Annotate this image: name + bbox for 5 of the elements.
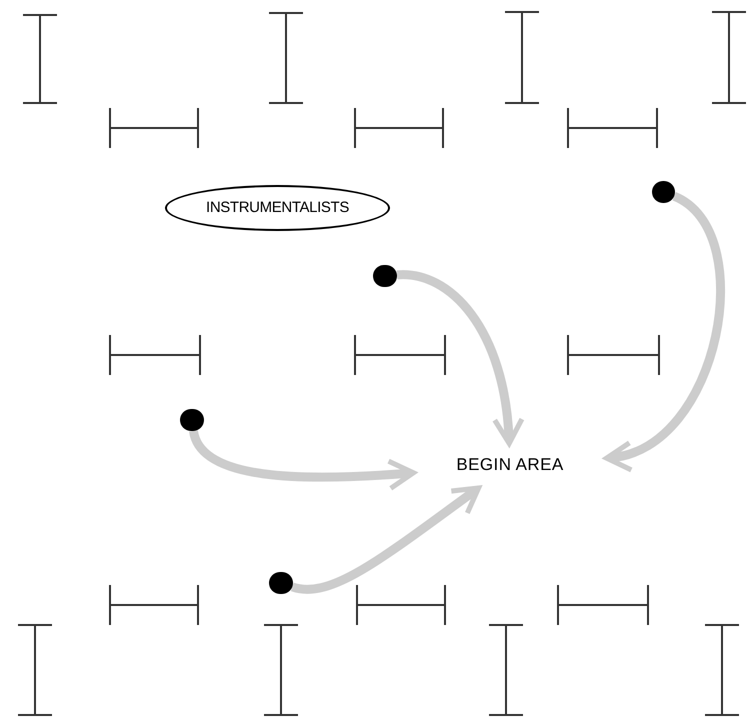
curved-arrow (396, 270, 524, 446)
area-label: BEGIN AREA (456, 454, 564, 476)
curved-arrow (189, 430, 416, 491)
curved-arrow (291, 485, 482, 594)
oval: INSTRUMENTALISTS (165, 185, 390, 231)
